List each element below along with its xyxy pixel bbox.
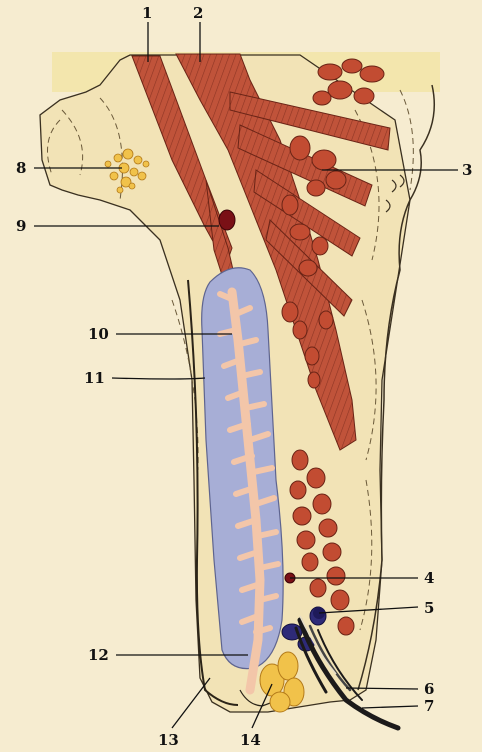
label-3: 3 xyxy=(462,162,472,178)
label-12: 12 xyxy=(88,647,109,663)
label-13: 13 xyxy=(158,732,179,748)
vessel-9 xyxy=(219,210,235,230)
label-7: 7 xyxy=(424,698,434,714)
label-1: 1 xyxy=(142,5,152,21)
label-11: 11 xyxy=(84,370,105,386)
label-14: 14 xyxy=(240,732,261,748)
label-6: 6 xyxy=(424,681,434,697)
label-8: 8 xyxy=(16,160,26,176)
label-9: 9 xyxy=(16,218,26,234)
label-2: 2 xyxy=(193,5,203,21)
label-10: 10 xyxy=(88,326,109,342)
label-5: 5 xyxy=(424,600,434,616)
label-4: 4 xyxy=(424,570,434,586)
